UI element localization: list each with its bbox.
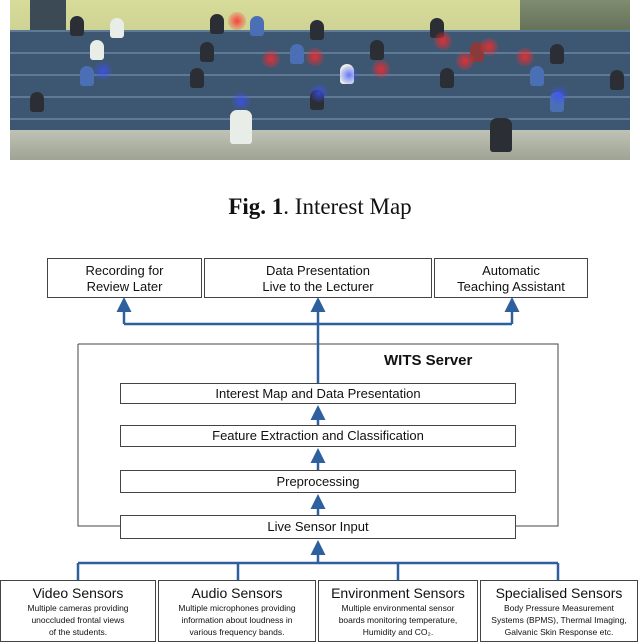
student	[550, 44, 564, 64]
sensor-desc: Galvanic Skin Response etc.	[504, 627, 614, 637]
stage-label: Feature Extraction and Classification	[212, 428, 424, 443]
sensor-desc: unoccluded frontal views	[31, 615, 125, 625]
student	[200, 42, 214, 62]
figure-number: Fig. 1	[228, 194, 284, 219]
student	[210, 14, 224, 34]
output-line: Recording for	[85, 263, 164, 278]
stage-interest-map: Interest Map and Data Presentation	[120, 383, 516, 404]
sensor-desc: Body Pressure Measurement	[503, 603, 615, 613]
student	[370, 40, 384, 60]
low-interest-spot	[232, 92, 250, 110]
student	[110, 18, 124, 38]
interest-hotspot	[228, 12, 246, 30]
sensor-environment: Environment Sensors Multiple environment…	[318, 580, 478, 642]
interest-hotspot	[516, 48, 534, 66]
sensor-audio: Audio Sensors Multiple microphones provi…	[158, 580, 316, 642]
student	[610, 70, 624, 90]
sensor-desc: Systems (BPMS), Thermal Imaging,	[491, 615, 627, 625]
sensor-desc: Multiple microphones providing	[178, 603, 296, 613]
low-interest-spot	[550, 86, 568, 104]
interest-hotspot	[372, 60, 390, 78]
sensor-desc: various frequency bands.	[189, 627, 285, 637]
lecture-hall-photo	[10, 0, 630, 160]
student	[90, 40, 104, 60]
student	[490, 118, 512, 152]
sensor-desc: of the students.	[48, 627, 108, 637]
student	[250, 16, 264, 36]
low-interest-spot	[310, 84, 328, 102]
output-line: Data Presentation	[265, 263, 371, 278]
student	[310, 20, 324, 40]
student	[230, 110, 252, 144]
student	[440, 68, 454, 88]
interest-hotspot	[456, 52, 474, 70]
student	[290, 44, 304, 64]
figure-caption: Fig. 1. Interest Map	[0, 194, 640, 220]
sensor-title: Video Sensors	[32, 585, 124, 601]
server-outline	[77, 344, 120, 527]
stage-live-sensor-input: Live Sensor Input	[120, 515, 516, 539]
output-teaching-assistant: Automatic Teaching Assistant	[434, 258, 588, 298]
stage-feature-extraction: Feature Extraction and Classification	[120, 425, 516, 447]
student	[80, 66, 94, 86]
output-line: Review Later	[86, 279, 163, 294]
low-interest-spot	[340, 66, 358, 84]
sensor-video: Video Sensors Multiple cameras providing…	[0, 580, 156, 642]
interest-hotspot	[306, 48, 324, 66]
student	[30, 92, 44, 112]
sensor-specialised: Specialised Sensors Body Pressure Measur…	[480, 580, 638, 642]
interest-hotspot	[480, 38, 498, 56]
sensor-desc: Multiple environmental sensor	[341, 603, 455, 613]
stage-preprocessing: Preprocessing	[120, 470, 516, 493]
sensor-title: Environment Sensors	[331, 585, 465, 601]
stage-label: Live Sensor Input	[267, 519, 369, 534]
output-live-presentation: Data Presentation Live to the Lecturer	[204, 258, 432, 298]
interest-hotspot	[262, 50, 280, 68]
output-line: Automatic	[482, 263, 540, 278]
sensor-desc: information about loudness in	[181, 615, 293, 625]
sensor-desc: boards monitoring temperature,	[338, 615, 458, 625]
output-recording: Recording for Review Later	[47, 258, 202, 298]
stage-label: Preprocessing	[276, 474, 360, 489]
sensor-desc: Multiple cameras providing	[27, 603, 129, 613]
sensor-desc: Humidity and CO₂.	[362, 627, 434, 637]
sensor-title: Specialised Sensors	[495, 585, 623, 601]
output-line: Live to the Lecturer	[262, 279, 374, 294]
low-interest-spot	[94, 62, 112, 80]
output-line: Teaching Assistant	[457, 279, 565, 294]
front-floor	[10, 130, 630, 160]
server-title: WITS Server	[384, 352, 473, 369]
interest-hotspot	[434, 32, 452, 50]
student	[70, 16, 84, 36]
figure-title: . Interest Map	[283, 194, 412, 219]
stage-label: Interest Map and Data Presentation	[215, 386, 421, 401]
sensor-title: Audio Sensors	[191, 585, 283, 601]
student	[190, 68, 204, 88]
student	[530, 66, 544, 86]
